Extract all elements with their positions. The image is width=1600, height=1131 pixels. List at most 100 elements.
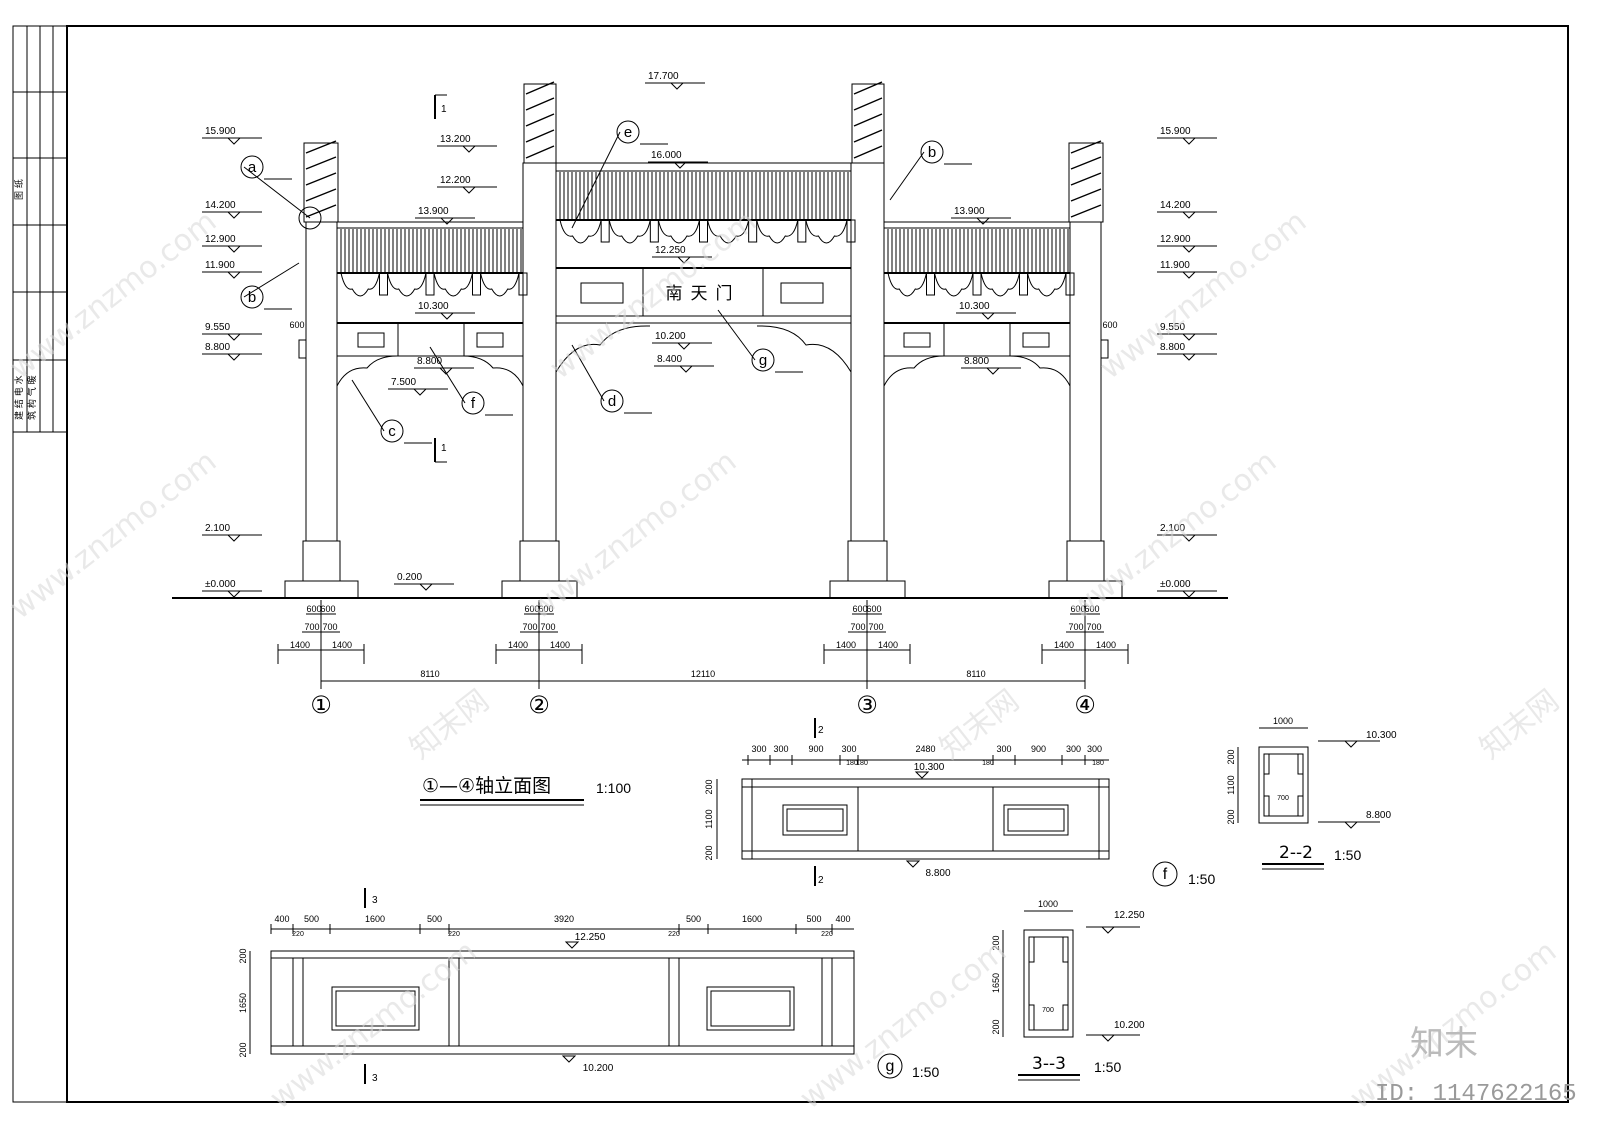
dim-text: 500 [686,914,701,924]
callout-circle [461,391,485,415]
axis-bubbles: ① ② ③ ④ [310,691,1096,719]
callout-letter: c [388,423,396,440]
elevation-label: 14.200 [1160,200,1191,211]
svg-text:200: 200 [704,845,714,860]
dim-text: 180 [1092,760,1104,767]
dim-text: 600 [306,604,321,614]
elevation-triangle [439,217,455,225]
bracket-arch [707,219,750,244]
dim-text: 400 [835,914,850,924]
svg-text:200: 200 [991,935,1001,950]
bracket-arch [433,272,473,297]
watermarks: www.znzmo.com www.znzmo.com www.znzmo.co… [3,204,1576,1116]
svg-text:12.250: 12.250 [1114,910,1145,921]
span-dim: 8110 [966,669,985,679]
svg-text:12.250: 12.250 [575,932,606,943]
brand-logo: 知末 [1410,1024,1478,1064]
svg-text:200: 200 [1226,809,1236,824]
dim-text: 2480 [915,744,935,754]
svg-text:2--2: 2--2 [1279,843,1313,863]
dim-text: 220 [821,931,833,938]
elevation-triangle [412,388,428,396]
elevation-label: 8.400 [657,354,682,365]
span-dimensions: 8110 12110 8110 [320,600,1086,689]
bracket-arch [387,272,427,297]
elevation-label: 2.100 [205,523,230,534]
svg-text:10.200: 10.200 [583,1063,614,1074]
cap-hatch [1070,140,1102,154]
elevation-triangle [676,256,692,264]
bracket-arches [336,219,1075,387]
main-elevation: 南天门 [172,71,1228,806]
elevation-markers: 15.90014.20012.90011.9009.5508.8002.100±… [202,71,1217,598]
dim-text: 900 [1031,744,1046,754]
dim-text: 300 [1066,744,1081,754]
svg-text:200: 200 [704,779,714,794]
dim-text: 700 [522,622,537,632]
svg-text:1000: 1000 [1273,716,1293,726]
elevation-label: ±0.000 [205,579,236,590]
elevation-label: 12.900 [205,234,236,245]
elevation-triangle [226,271,242,279]
dim-text: 500 [427,914,442,924]
dim-text: 220 [292,931,304,938]
elevation-triangle [461,186,477,194]
svg-text:知末网: 知末网 [933,683,1025,766]
callout-leader [351,379,385,432]
elevation-triangle [1181,353,1197,361]
elevation-triangle [418,583,434,591]
svg-text:www.znzmo.com: www.znzmo.com [263,934,483,1116]
elevation-label: 11.900 [205,260,235,271]
bracket-post [518,272,528,296]
callout-letter: b [928,144,936,161]
elevation-label: 8.800 [1160,342,1185,353]
dim-text: 1400 [836,640,856,650]
svg-text:1:50: 1:50 [1094,1059,1121,1075]
elevation-triangle [226,211,242,219]
drawing-scale: 1:100 [596,780,631,796]
dim-text: 600 [320,604,335,614]
bracket-post [1065,272,1075,296]
outer-border [12,25,1569,1103]
elevation-label: 12.200 [440,175,471,186]
elevation-label: 2.100 [1160,523,1185,534]
callout-leader [571,344,605,402]
section-mark-bottom: 1 [434,438,447,463]
elevation-label: 8.800 [964,356,989,367]
central-roof: 南天门 [555,162,852,324]
cap-hatch [525,129,555,143]
svg-text:3--3: 3--3 [1032,1054,1066,1074]
dim-text: 1400 [332,640,352,650]
callout-letter: d [608,393,616,410]
svg-text:1000: 1000 [1038,899,1058,909]
svg-text:www.znzmo.com: www.znzmo.com [1093,204,1313,386]
column-cap-hatching [305,81,1102,218]
elevation-label: 9.550 [1160,322,1185,333]
cloud-bracket [883,355,945,387]
elevation-triangle [980,312,996,320]
callout-letter: e [624,124,632,141]
elevation-label: 11.900 [1160,260,1190,271]
callout-circle [616,120,640,144]
bracket-arch [559,219,602,244]
bracket-arch [657,219,700,244]
elevation-label: 10.300 [418,301,449,312]
elevation-triangle [678,365,694,373]
bracket-arch [980,272,1020,297]
svg-text:1100: 1100 [704,809,714,828]
elevation-label: 16.000 [651,150,682,161]
svg-text:200: 200 [1226,749,1236,764]
elevation-label: 8.800 [205,342,230,353]
cloud-bracket [756,325,852,373]
elevation-triangle [226,353,242,361]
cap-hatch [1070,156,1102,170]
dim-text: 600 [524,604,539,614]
dim-text: 600 [538,604,553,614]
svg-text:www.znzmo.com: www.znzmo.com [793,934,1013,1116]
elevation-triangle [1181,137,1197,145]
dim-text: 180 [846,760,858,767]
